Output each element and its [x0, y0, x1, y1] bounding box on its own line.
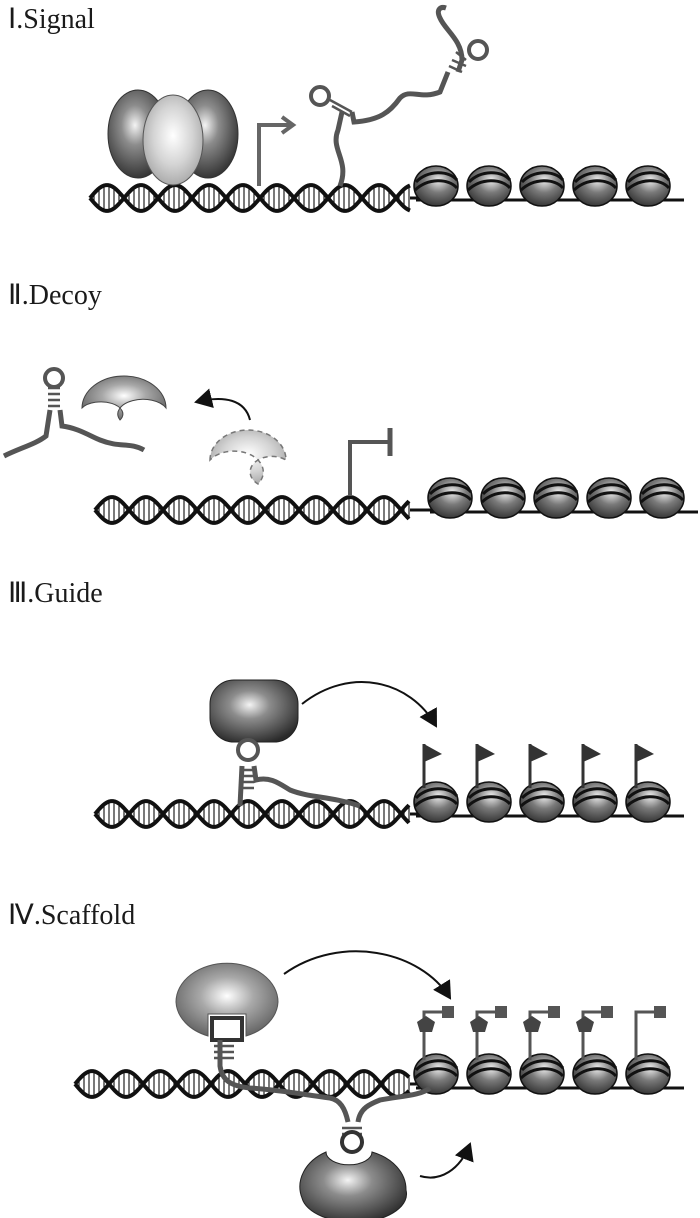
- lncrna-hairpin-icon: [236, 738, 361, 809]
- panel-label-scaffold: Ⅳ.Scaffold: [8, 900, 136, 931]
- histone-mark-square-icon: [528, 1006, 560, 1060]
- nucleosome-icon: [533, 477, 579, 519]
- dna-strand: [88, 183, 411, 213]
- nucleosome-icon: [639, 477, 685, 519]
- curved-arrow-icon: [194, 388, 251, 421]
- panel-signal: Ⅰ.Signal: [0, 0, 700, 250]
- histone-mark-flag-icon: [422, 744, 442, 788]
- histone-mark-square-icon: [475, 1006, 507, 1060]
- panel-scaffold: Ⅳ.Scaffold: [0, 890, 700, 1218]
- nucleosome-icon: [466, 1053, 512, 1095]
- nucleosome-icon: [572, 165, 618, 207]
- curved-arrow-icon: [301, 681, 437, 728]
- lncrna-hairpin-icon: [217, 1040, 432, 1123]
- nucleosome-array: [413, 165, 684, 207]
- histone-mark-square-icon: [422, 1006, 454, 1060]
- dna-strand: [93, 495, 411, 525]
- nucleosome-icon: [413, 1053, 459, 1095]
- histone-mark-flags: [422, 744, 654, 788]
- dna-helix: [93, 495, 440, 525]
- repression-bar-icon: [348, 440, 390, 496]
- histone-mark-pentagon-icon: [417, 1016, 435, 1032]
- dna-strand: [93, 495, 411, 525]
- histone-mark-pentagon-icon: [470, 1016, 488, 1032]
- histone-mark-square-icon: [634, 1006, 666, 1060]
- nucleosome-icon: [586, 477, 632, 519]
- nucleosome-icon: [466, 165, 512, 207]
- nucleosome-icon: [625, 1053, 671, 1095]
- panel-guide: Ⅲ.Guide: [0, 570, 700, 870]
- dna-helix: [88, 183, 440, 213]
- curved-arrow-icon: [419, 1142, 474, 1179]
- dna-strand: [93, 799, 411, 829]
- histone-mark-pentagons: [417, 1016, 594, 1032]
- scaffold-protein-bottom: [299, 1151, 408, 1218]
- histone-mark-flag-icon: [634, 744, 654, 788]
- histone-mark-flag-icon: [528, 744, 548, 788]
- curved-arrow-icon: [283, 950, 452, 1000]
- signal-illustration: [88, 5, 684, 213]
- nucleosome-array: [413, 781, 684, 823]
- dna-strand: [88, 183, 411, 213]
- panel-label-guide: Ⅲ.Guide: [8, 578, 103, 609]
- nucleosome-icon: [572, 781, 618, 823]
- panel-label-decoy: Ⅱ.Decoy: [8, 280, 102, 311]
- nucleosome-icon: [519, 165, 565, 207]
- dna-strand: [93, 799, 411, 829]
- histone-mark-square-icon: [581, 1006, 613, 1060]
- panel-decoy: Ⅱ.Decoy: [0, 270, 700, 550]
- displaced-protein: [209, 429, 287, 485]
- scaffold-illustration: [73, 950, 684, 1218]
- nucleosome-icon: [427, 477, 473, 519]
- dna-strand: [73, 1069, 411, 1099]
- histone-mark-pentagon-icon: [576, 1016, 594, 1032]
- lncrna-hairpin-icon: [309, 5, 489, 187]
- histone-mark-squares: [422, 1006, 666, 1060]
- nucleosome-icon: [625, 165, 671, 207]
- nucleosome-icon: [466, 781, 512, 823]
- nucleosome-icon: [625, 781, 671, 823]
- lncrna-hairpin-icon: [2, 367, 146, 459]
- histone-mark-flag-icon: [475, 744, 495, 788]
- transcription-factor: [142, 94, 204, 186]
- histone-mark-flag-icon: [581, 744, 601, 788]
- bound-protein: [81, 375, 167, 421]
- scaffold-protein-top: [175, 962, 279, 1037]
- nucleosome-icon: [519, 1053, 565, 1095]
- nucleosome-icon: [413, 781, 459, 823]
- transcription-arrow-icon: [257, 123, 290, 186]
- panel-label-signal: Ⅰ.Signal: [8, 4, 95, 35]
- decoy-illustration: [2, 367, 698, 525]
- nucleosome-icon: [480, 477, 526, 519]
- dna-helix: [93, 799, 440, 829]
- chromatin-modifier-protein: [209, 679, 299, 743]
- nucleosome-icon: [519, 781, 565, 823]
- nucleosome-icon: [572, 1053, 618, 1095]
- guide-illustration: [93, 679, 684, 829]
- histone-mark-pentagon-icon: [523, 1016, 541, 1032]
- nucleosome-icon: [413, 165, 459, 207]
- dna-helix: [73, 1069, 440, 1099]
- nucleosome-array: [413, 1053, 684, 1095]
- nucleosome-array: [427, 477, 698, 519]
